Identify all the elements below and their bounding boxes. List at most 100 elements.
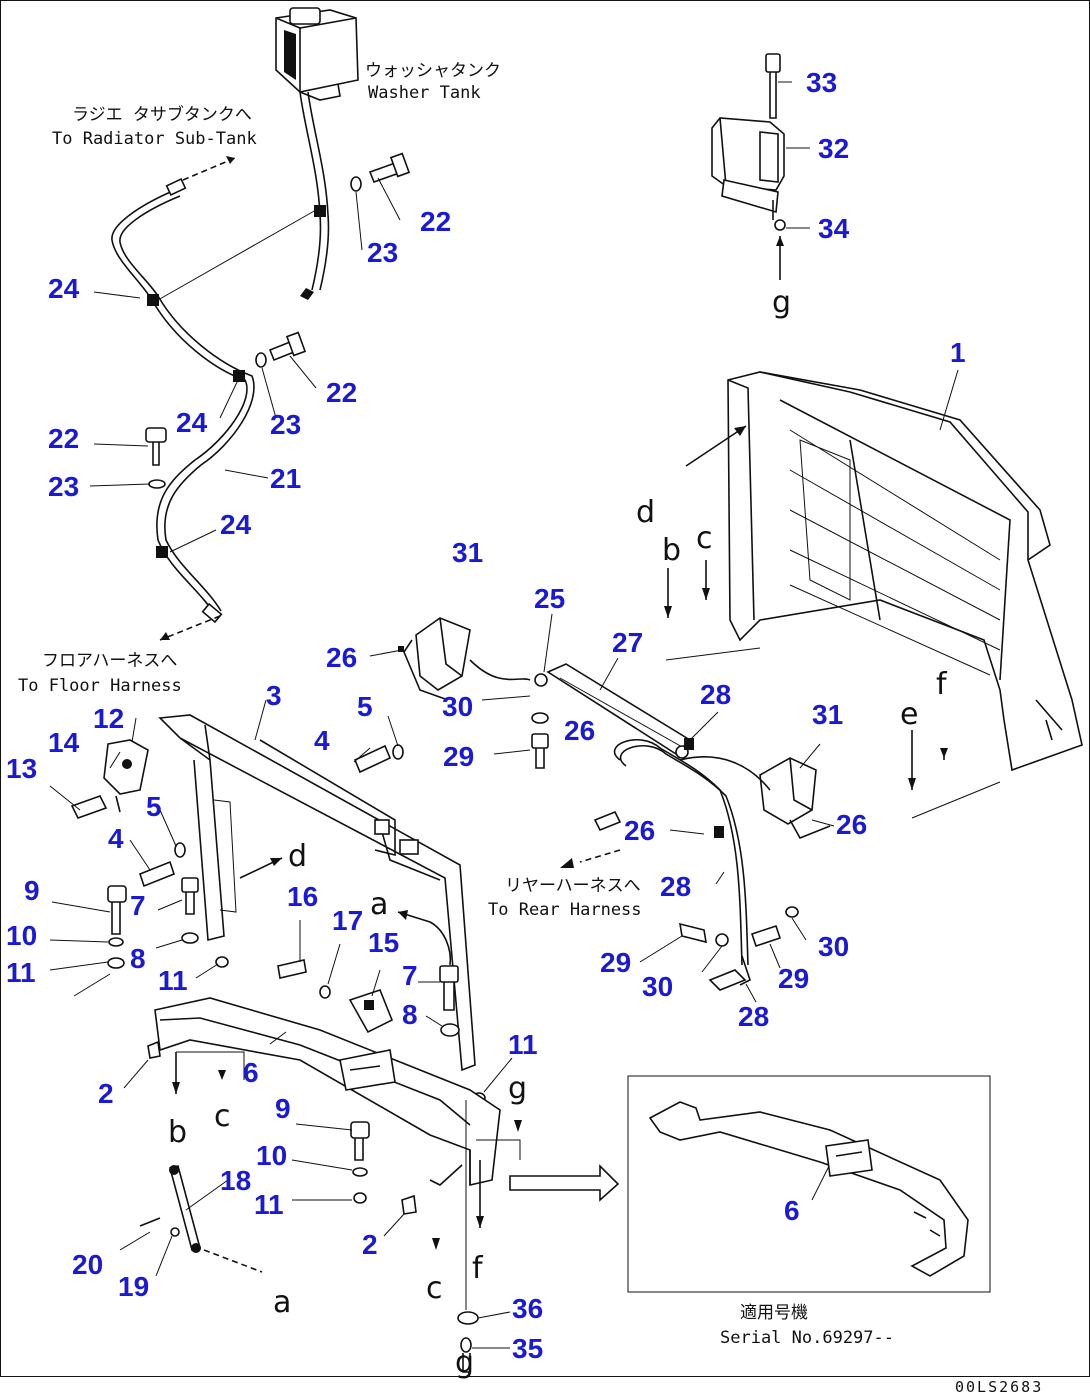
ref-letter-b: b bbox=[662, 533, 681, 568]
part-number-26: 26 bbox=[624, 815, 655, 846]
ref-letter-c: c bbox=[426, 1271, 443, 1306]
part-number-29: 29 bbox=[443, 741, 474, 772]
part-number-20: 20 bbox=[72, 1249, 103, 1280]
ref-arrows bbox=[172, 425, 1001, 1250]
latch-15 bbox=[348, 989, 394, 1034]
note-radiator-en: To Radiator Sub-Tank bbox=[52, 129, 257, 149]
washer-30 bbox=[531, 712, 799, 947]
part-number-12: 12 bbox=[93, 703, 124, 734]
part-number-11: 11 bbox=[6, 957, 36, 988]
part-number-19: 19 bbox=[118, 1271, 149, 1302]
part-number-5: 5 bbox=[357, 691, 373, 722]
bracket-36 bbox=[457, 1100, 479, 1373]
part-number-24: 24 bbox=[176, 407, 208, 438]
part-number-2: 2 bbox=[98, 1078, 114, 1109]
ref-letter-b: b bbox=[168, 1115, 187, 1150]
part-number-1: 1 bbox=[950, 337, 966, 368]
part-number-30: 30 bbox=[642, 971, 673, 1002]
part-number-29: 29 bbox=[600, 947, 631, 978]
part-number-30: 30 bbox=[818, 931, 849, 962]
washer-8 bbox=[181, 932, 460, 1037]
part-number-11: 11 bbox=[254, 1189, 284, 1220]
ref-letter-a: a bbox=[273, 1285, 291, 1320]
part-number-26: 26 bbox=[564, 715, 595, 746]
part-number-27: 27 bbox=[612, 627, 643, 658]
part-number-14: 14 bbox=[48, 727, 80, 758]
washer-17 bbox=[319, 985, 331, 999]
part-number-16: 16 bbox=[287, 881, 318, 912]
route-arrows-left bbox=[157, 156, 317, 641]
stay-18 bbox=[139, 1165, 263, 1273]
part-number-2: 2 bbox=[362, 1229, 378, 1260]
hinge-12 bbox=[73, 739, 149, 997]
part-number-36: 36 bbox=[512, 1293, 543, 1324]
part-number-30: 30 bbox=[442, 691, 473, 722]
part-number-28: 28 bbox=[738, 1001, 769, 1032]
part-number-4: 4 bbox=[314, 725, 330, 756]
part-number-17: 17 bbox=[332, 905, 363, 936]
part-number-26: 26 bbox=[836, 809, 867, 840]
bolt-13 bbox=[70, 795, 108, 819]
part-number-9: 9 bbox=[24, 875, 40, 906]
part-number-18: 18 bbox=[220, 1165, 251, 1196]
part-number-22: 22 bbox=[420, 206, 451, 237]
ref-letter-d: d bbox=[636, 495, 655, 530]
ref-letter-g: g bbox=[455, 1345, 474, 1380]
part-number-23: 23 bbox=[367, 237, 398, 268]
drawing-code: 00LS2683 bbox=[955, 1378, 1043, 1395]
note-radiator-jp: ラジエ タサブタンクへ bbox=[72, 104, 252, 125]
part-number-15: 15 bbox=[368, 927, 399, 958]
ref-letter-g: g bbox=[508, 1071, 527, 1106]
part-number-32: 32 bbox=[818, 133, 849, 164]
part-number-21: 21 bbox=[270, 463, 301, 494]
radiator-hose-21 bbox=[111, 178, 255, 624]
part-number-29: 29 bbox=[778, 963, 809, 994]
note-rear-jp: リヤーハーネスへ bbox=[505, 876, 641, 896]
part-number-7: 7 bbox=[130, 890, 146, 921]
washer-tank bbox=[275, 7, 359, 101]
note-serial-jp: 適用号機 bbox=[740, 1303, 808, 1323]
lamp-31-left bbox=[398, 617, 471, 701]
ref-letter-f: f bbox=[936, 667, 948, 702]
part-number-28: 28 bbox=[700, 679, 731, 710]
note-rear-en: To Rear Harness bbox=[488, 900, 642, 920]
part-number-35: 35 bbox=[512, 1333, 543, 1364]
inset-box bbox=[627, 1075, 991, 1293]
part-number-13: 13 bbox=[6, 753, 37, 784]
bolt-29 bbox=[531, 733, 782, 948]
part-number-26: 26 bbox=[326, 642, 357, 673]
part-number-5: 5 bbox=[146, 791, 162, 822]
part-number-28: 28 bbox=[660, 871, 691, 902]
note-floor-en: To Floor Harness bbox=[18, 676, 182, 696]
ref-letter-c: c bbox=[214, 1099, 231, 1134]
part-number-31: 31 bbox=[452, 537, 483, 568]
part-number-23: 23 bbox=[270, 409, 301, 440]
front-guard-1 bbox=[727, 371, 1083, 772]
part-number-10: 10 bbox=[256, 1140, 287, 1171]
ref-letter-d: d bbox=[288, 839, 307, 874]
part-number-8: 8 bbox=[402, 999, 418, 1030]
part-number-33: 33 bbox=[806, 67, 837, 98]
lower-frame-6 bbox=[154, 997, 501, 1187]
part-number-3: 3 bbox=[266, 680, 282, 711]
harness-26 bbox=[469, 659, 771, 966]
part-number-11: 11 bbox=[158, 965, 188, 996]
part-number-10: 10 bbox=[6, 920, 37, 951]
ref-letter-e: e bbox=[900, 697, 918, 732]
note-floor-jp: フロアハーネスへ bbox=[42, 651, 177, 671]
part-number-6: 6 bbox=[784, 1195, 800, 1226]
bolt-22 bbox=[145, 152, 411, 466]
ref-letter-a: a bbox=[370, 887, 388, 922]
buzzer-32 bbox=[711, 53, 786, 280]
part-number-34: 34 bbox=[818, 213, 850, 244]
part-number-6: 6 bbox=[243, 1057, 259, 1088]
part-number-11: 11 bbox=[508, 1029, 538, 1060]
note-serial-en: Serial No.69297-- bbox=[720, 1328, 894, 1348]
bolt-7 bbox=[181, 877, 459, 1011]
part-number-22: 22 bbox=[48, 423, 79, 454]
bracket-27 bbox=[534, 663, 692, 759]
part-number-4: 4 bbox=[108, 823, 124, 854]
clamp-28 bbox=[684, 738, 751, 991]
part-number-7: 7 bbox=[402, 960, 418, 991]
